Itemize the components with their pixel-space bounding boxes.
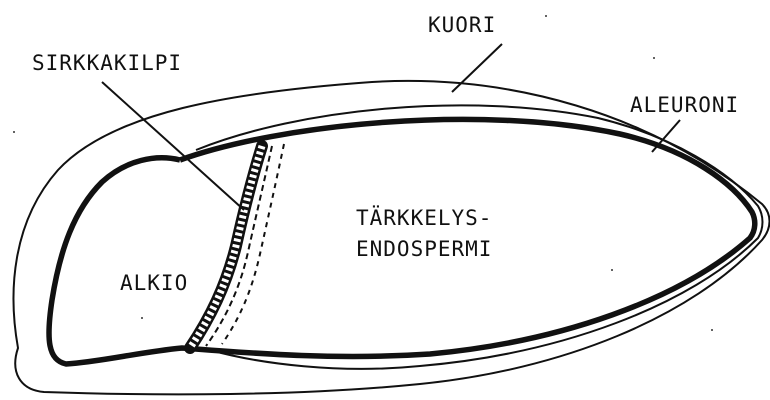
speck: [13, 131, 15, 133]
speck: [545, 15, 547, 17]
scutellum-band-inner: [190, 146, 262, 348]
label-tarkkelys-line1: TÄRKKELYS-: [356, 205, 492, 230]
speck: [653, 57, 655, 59]
speck: [611, 269, 613, 271]
label-kuori: KUORI: [428, 13, 496, 37]
label-aleuroni: ALEURONI: [630, 93, 739, 117]
label-alkio: ALKIO: [120, 271, 188, 295]
speck: [711, 329, 713, 331]
label-tarkkelys-line2: ENDOSPERMI: [356, 237, 492, 261]
speck: [141, 317, 143, 319]
label-sirkkakilpi: SIRKKAKILPI: [32, 51, 182, 75]
